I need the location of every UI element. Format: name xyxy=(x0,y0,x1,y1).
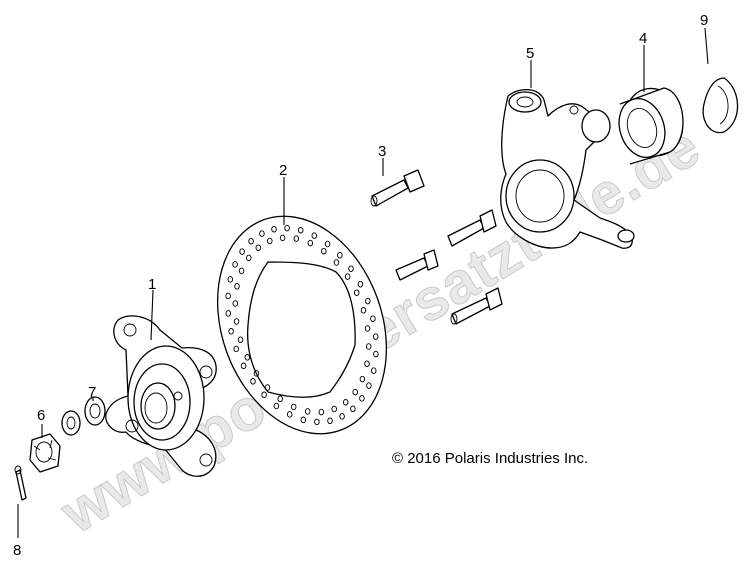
disc-hole xyxy=(253,370,260,377)
castle-nut xyxy=(29,433,61,473)
disc-hole xyxy=(255,244,262,251)
washer xyxy=(61,396,106,436)
disc-hole xyxy=(232,300,239,307)
callout-8: 8 xyxy=(13,542,21,559)
disc-hole xyxy=(372,333,379,340)
callout-4: 4 xyxy=(639,30,647,47)
disc-hole xyxy=(284,224,290,232)
disc-hole xyxy=(331,405,337,413)
disc-hole xyxy=(264,384,271,391)
disc-hole xyxy=(233,318,240,325)
callout-labels: 1 2 3 4 5 6 7 8 9 xyxy=(13,12,708,559)
disc-hole xyxy=(225,292,231,300)
callout-leaders xyxy=(17,27,709,538)
disc-hole xyxy=(314,418,320,426)
disc-hole xyxy=(353,289,360,296)
cotter-pin xyxy=(14,465,27,501)
disc-hole xyxy=(337,251,343,259)
snap-ring xyxy=(702,77,739,134)
disc-hole xyxy=(240,362,247,370)
disc-hole xyxy=(250,378,256,385)
disc-hole xyxy=(300,416,307,424)
disc-hole xyxy=(321,247,327,255)
disc-hole xyxy=(297,226,304,234)
disc-hole xyxy=(267,237,273,245)
disc-hole xyxy=(225,310,232,317)
disc-hole xyxy=(246,254,252,262)
disc-hole xyxy=(277,395,283,403)
disc-hole xyxy=(359,375,366,383)
disc-hole xyxy=(304,408,311,415)
disc-hole xyxy=(360,307,367,314)
disc-hole xyxy=(344,273,351,280)
disc-hole xyxy=(228,328,234,335)
steering-knuckle xyxy=(500,89,635,249)
disc-hole xyxy=(273,402,280,410)
disc-hole xyxy=(238,267,245,275)
disc-hole xyxy=(339,413,345,420)
callout-7: 7 xyxy=(88,384,96,401)
disc-hole xyxy=(232,261,238,268)
disc-hole xyxy=(318,408,325,416)
disc-hole xyxy=(370,367,377,374)
disc-hole xyxy=(327,417,333,425)
disc-hole xyxy=(237,336,244,343)
disc-hole xyxy=(259,230,265,237)
disc-hole xyxy=(333,259,340,266)
disc-hole xyxy=(366,382,372,389)
disc-hole xyxy=(239,248,245,255)
disc-hole xyxy=(352,388,358,396)
disc-hole xyxy=(324,240,331,248)
disc-hole xyxy=(373,350,379,358)
callout-5: 5 xyxy=(526,45,534,62)
wheel-hub xyxy=(105,315,217,477)
disc-hole xyxy=(307,239,314,247)
disc-hole xyxy=(293,235,300,242)
disc-hole xyxy=(364,360,370,367)
disc-hole xyxy=(244,354,251,361)
disc-hole xyxy=(364,325,371,332)
wheel-bearing xyxy=(618,87,684,165)
disc-hole xyxy=(261,391,267,399)
wheel-studs xyxy=(370,169,503,325)
disc-hole xyxy=(290,403,297,411)
disc-hole xyxy=(286,411,293,418)
disc-hole xyxy=(248,237,254,245)
disc-hole xyxy=(227,276,234,283)
disc-hole xyxy=(350,405,356,413)
callout-9: 9 xyxy=(700,12,708,29)
callout-3: 3 xyxy=(378,143,386,160)
disc-hole xyxy=(279,234,286,242)
brake-disc xyxy=(216,215,388,435)
callout-1: 1 xyxy=(148,276,156,293)
disc-hole xyxy=(342,399,349,406)
callout-6: 6 xyxy=(37,407,45,424)
disc-hole xyxy=(271,225,277,233)
disc-hole xyxy=(365,297,371,305)
disc-hole xyxy=(311,232,318,239)
disc-hole xyxy=(348,265,354,272)
disc-hole xyxy=(370,315,376,322)
disc-hole xyxy=(233,345,239,353)
copyright-text: © 2016 Polaris Industries Inc. xyxy=(392,450,588,467)
callout-2: 2 xyxy=(279,162,287,179)
disc-hole xyxy=(365,343,372,350)
disc-hole xyxy=(234,283,240,290)
disc-hole xyxy=(357,280,364,288)
disc-hole xyxy=(359,395,365,402)
